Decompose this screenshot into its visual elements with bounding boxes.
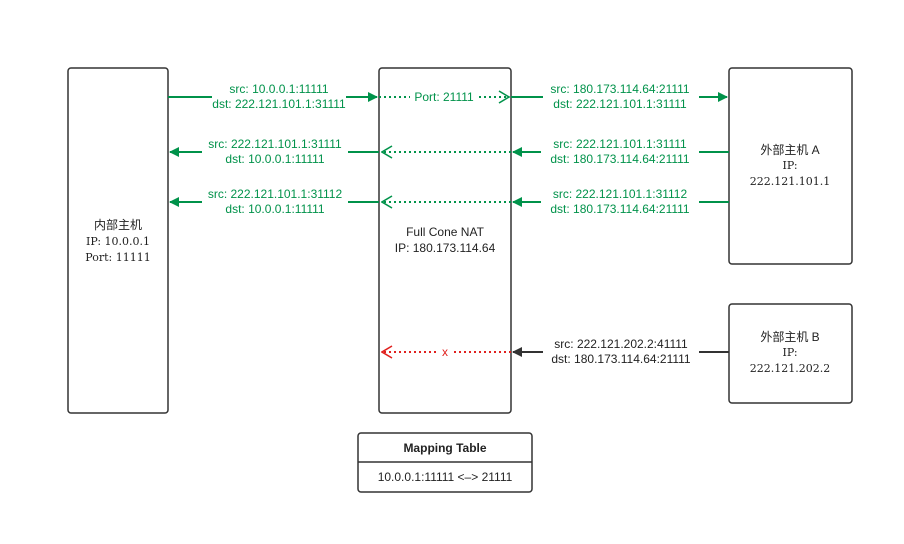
external-host-a-box <box>728 67 853 265</box>
flow-reply2-left-dst: dst: 10.0.0.1:11111 <box>225 202 325 216</box>
nat-name: Full Cone NAT <box>406 225 484 239</box>
nat-ip: IP: 180.173.114.64 <box>395 241 496 255</box>
external-host-b-ip-label: IP: <box>782 346 797 359</box>
flow-reply1-right-dst: dst: 180.173.114.64:21111 <box>550 152 690 166</box>
external-host-b-box <box>728 303 853 404</box>
label-bg-reply2-right <box>541 187 699 217</box>
internal-host-port: Port: 11111 <box>85 251 150 264</box>
mapping-table-header: Mapping Table <box>403 441 486 455</box>
flow-out-left-dst: dst: 222.121.101.1:31111 <box>212 97 346 111</box>
label-bg-blocked-right <box>543 337 699 367</box>
label-bg-reply1-left <box>202 137 348 167</box>
flow-reply1-left-src: src: 222.121.101.1:31111 <box>208 137 342 151</box>
mapping-table-row: 10.0.0.1:11111 <–> 21111 <box>378 470 513 484</box>
flow-out-mid-label: Port: 21111 <box>414 90 474 104</box>
flow-out-right-src: src: 180.173.114.64:21111 <box>550 82 690 96</box>
flow-reply2-right-dst: dst: 180.173.114.64:21111 <box>550 202 690 216</box>
external-host-a-ip: 222.121.101.1 <box>750 175 830 188</box>
flow-reply2-right-src: src: 222.121.101.1:31112 <box>553 187 688 201</box>
internal-host-ip: IP: 10.0.0.1 <box>86 235 150 248</box>
internal-host-box <box>67 67 169 414</box>
external-host-b-ip: 222.121.202.2 <box>750 362 830 375</box>
label-bg-reply1-right <box>541 137 699 167</box>
label-bg-reply2-left <box>202 187 348 217</box>
flow-blocked-mark: x <box>442 345 448 359</box>
label-bg-blocked-mark <box>438 345 452 359</box>
internal-host-name: 内部主机 <box>94 217 142 232</box>
flow-blocked-right-src: src: 222.121.202.2:41111 <box>554 337 688 351</box>
flow-reply1-right-src: src: 222.121.101.1:31111 <box>553 137 687 151</box>
external-host-a-ip-label: IP: <box>782 159 797 172</box>
flow-out-left-src: src: 10.0.0.1:11111 <box>229 82 329 96</box>
external-host-b-name: 外部主机 B <box>760 329 819 344</box>
label-bg-out-mid <box>410 89 478 104</box>
nat-box <box>378 67 512 414</box>
label-bg-out-left <box>212 82 346 112</box>
flow-blocked-right-dst: dst: 180.173.114.64:21111 <box>551 352 691 366</box>
label-bg-out-right <box>543 82 699 112</box>
external-host-a-name: 外部主机 A <box>760 142 819 157</box>
flow-out-right-dst: dst: 222.121.101.1:31111 <box>553 97 687 111</box>
flow-reply2-left-src: src: 222.121.101.1:31112 <box>208 187 343 201</box>
flow-reply1-left-dst: dst: 10.0.0.1:11111 <box>225 152 325 166</box>
